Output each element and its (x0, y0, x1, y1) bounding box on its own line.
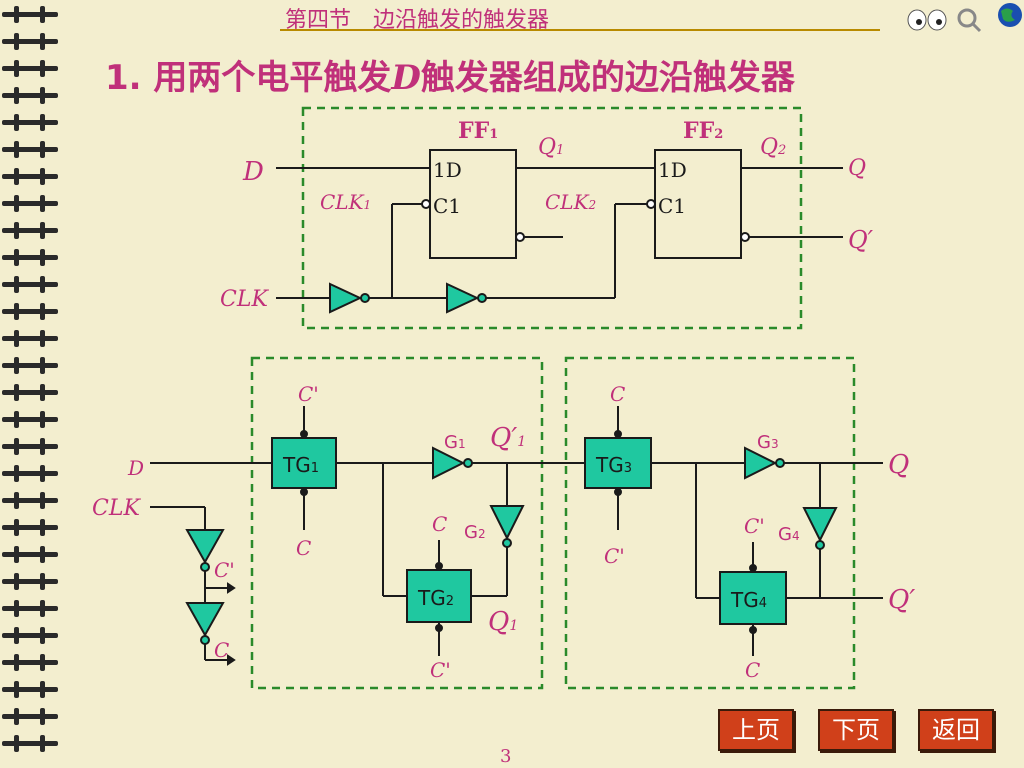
slide-title: 1. 用两个电平触发D触发器组成的边沿触发器 (105, 58, 795, 98)
tg4-label: TG4 (730, 588, 767, 612)
ff2-d-label: 1D (658, 158, 687, 182)
tg3-label: TG3 (595, 453, 632, 477)
clk-c-label: C (214, 638, 229, 662)
d-input-label: D (242, 157, 264, 187)
ff1-c-label: C1 (433, 194, 461, 218)
header-underline (280, 29, 880, 31)
qn2-output-label: Q′ (888, 585, 915, 615)
q1-c2-label: Q1 (488, 607, 518, 637)
ff2-name: FF2 (683, 118, 723, 144)
tg2-label: TG2 (417, 586, 454, 610)
tg1-label: TG1 (282, 453, 319, 477)
ff2-c-label: C1 (658, 194, 686, 218)
next-page-button[interactable]: 下页 (818, 709, 894, 751)
tg2-bottom-label: C' (430, 658, 451, 682)
prev-page-button[interactable]: 上页 (718, 709, 794, 751)
clk2-label: CLK2 (545, 190, 596, 214)
tg3-bottom-label: C' (604, 544, 625, 568)
inverter-2 (446, 282, 480, 314)
g3-label: G3 (757, 432, 779, 453)
globe-icon[interactable] (998, 3, 1022, 27)
circuit1-frame (301, 106, 803, 330)
q2-label: Q2 (760, 135, 786, 160)
g1-label: G1 (444, 432, 466, 453)
nav-icons (907, 3, 1022, 33)
magnifier-icon (957, 8, 982, 33)
section-header: 第四节 边沿触发的触发器 (285, 8, 550, 33)
circuit2-left-frame (250, 356, 544, 690)
g2-gate (489, 505, 525, 541)
tg4-bottom-label: C (745, 658, 760, 682)
clk-inverter-1 (185, 529, 225, 565)
inverter-1 (329, 282, 363, 314)
q2-output-label: Q (888, 450, 909, 480)
eye-icon (907, 9, 947, 31)
clk-input-label: CLK (220, 287, 269, 312)
q1n-label: Q′1 (490, 423, 526, 453)
tg4-block (719, 571, 787, 625)
ff1-name: FF1 (458, 118, 498, 144)
tg1-top-label: C' (298, 382, 319, 406)
g4-gate (802, 507, 838, 543)
tg1-bottom-label: C (296, 536, 311, 560)
back-button[interactable]: 返回 (918, 709, 994, 751)
d2-input-label: D (127, 456, 144, 480)
page-number: 3 (500, 746, 512, 767)
tg2-top-label: C (432, 512, 447, 536)
clk-cprime-label: C' (214, 558, 235, 582)
g2-label: G2 (464, 522, 486, 543)
tg4-top-label: C' (744, 514, 765, 538)
ff1-d-label: 1D (433, 158, 462, 182)
clk1-label: CLK1 (320, 190, 371, 214)
clk-inverter-2 (185, 602, 225, 638)
g3-gate (744, 446, 778, 480)
q1-label: Q1 (538, 135, 564, 160)
circuit2-right-frame (564, 356, 856, 690)
g4-label: G4 (778, 524, 800, 545)
q-output-label: Q (848, 156, 866, 181)
clk2-input-label: CLK (92, 496, 141, 521)
tg3-top-label: C (610, 382, 625, 406)
g1-gate (432, 446, 466, 480)
qn-output-label: Q′ (848, 226, 874, 254)
